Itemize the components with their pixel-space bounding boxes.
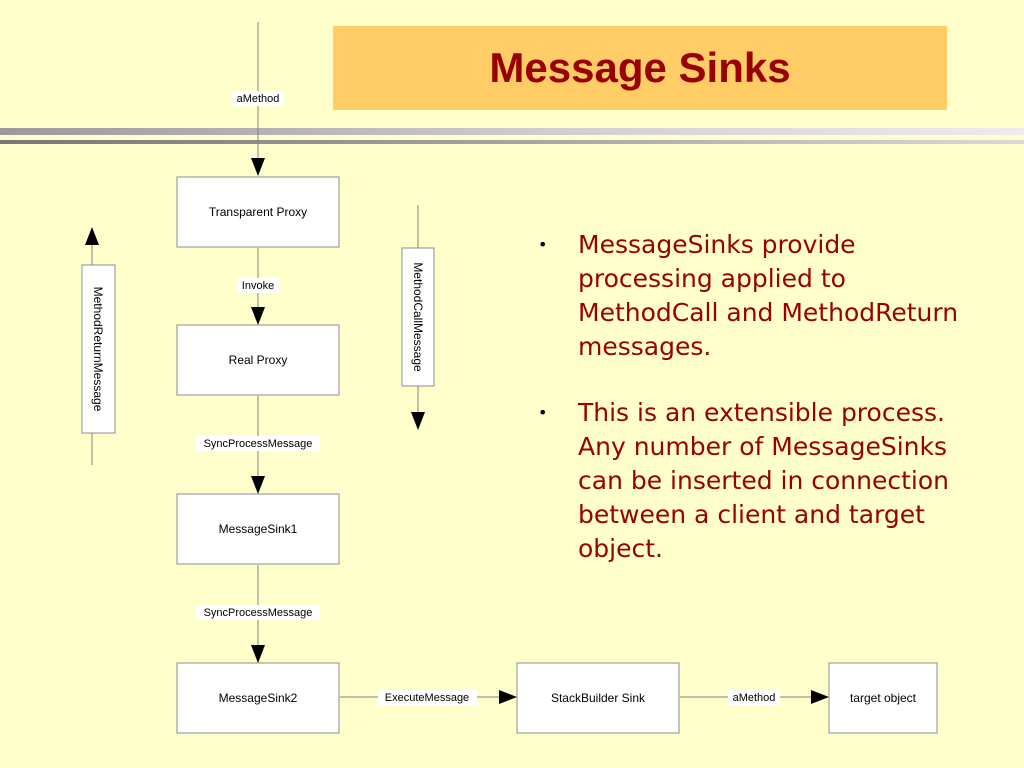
node-methodcallmessage-box [401, 247, 435, 387]
node-stackbuilder-sink-box [516, 662, 680, 734]
edge-label-syncprocessmessage-1: SyncProcessMessage [204, 438, 313, 450]
edge-label-syncprocessmessage-2: SyncProcessMessage [204, 607, 313, 619]
edge-label-amethod-out: aMethod [733, 692, 776, 704]
arrowhead-down-icon [251, 645, 265, 663]
label-bg [728, 690, 780, 705]
node-real-proxy-label: Real Proxy [229, 353, 288, 367]
node-messagesink2-label: MessageSink2 [219, 691, 298, 705]
bullet-item: • MessageSinks provide processing applie… [534, 228, 974, 364]
bullet-text: This is an extensible process. Any numbe… [578, 398, 950, 563]
arrowhead-down-icon [251, 307, 265, 325]
arrowhead-down-icon [411, 412, 425, 430]
edge-label-invoke: Invoke [242, 280, 274, 292]
node-methodreturnmessage-box [81, 264, 116, 434]
slide-title: Message Sinks [489, 44, 791, 91]
label-bg [196, 605, 320, 620]
node-target-object-label: target object [850, 691, 917, 705]
arrowhead-down-icon [251, 158, 265, 176]
label-bg [237, 278, 279, 293]
arrowhead-right-icon [499, 690, 517, 704]
node-methodreturnmessage-label: MethodReturnMessage [91, 287, 105, 412]
bullet-text: MessageSinks provide processing applied … [578, 230, 959, 361]
bullet-icon: • [538, 403, 548, 422]
label-bg [378, 690, 477, 705]
label-bg [196, 436, 320, 451]
node-target-object-box [828, 662, 938, 734]
node-stackbuilder-sink-label: StackBuilder Sink [551, 691, 646, 705]
divider-rule-bottom [0, 140, 1024, 144]
node-messagesink1-label: MessageSink1 [219, 522, 298, 536]
arrowhead-right-icon [811, 690, 829, 704]
bullet-icon: • [538, 235, 548, 254]
title-banner: Message Sinks [333, 26, 947, 110]
edge-label-executemessage: ExecuteMessage [385, 692, 469, 704]
edge-label-amethod-in: aMethod [237, 93, 280, 105]
node-transparent-proxy-box [176, 176, 340, 248]
arrowhead-up-icon [85, 227, 99, 245]
node-messagesink2-box [176, 662, 340, 734]
arrowhead-down-icon [251, 476, 265, 494]
node-methodcallmessage-label: MethodCallMessage [411, 262, 425, 372]
label-bg [232, 91, 284, 106]
node-transparent-proxy-label: Transparent Proxy [209, 205, 307, 219]
divider-rule-top [0, 128, 1024, 135]
bullet-item: • This is an extensible process. Any num… [534, 396, 974, 566]
bullet-list: • MessageSinks provide processing applie… [534, 228, 974, 598]
node-real-proxy-box [176, 324, 340, 396]
node-messagesink1-box [176, 493, 340, 565]
